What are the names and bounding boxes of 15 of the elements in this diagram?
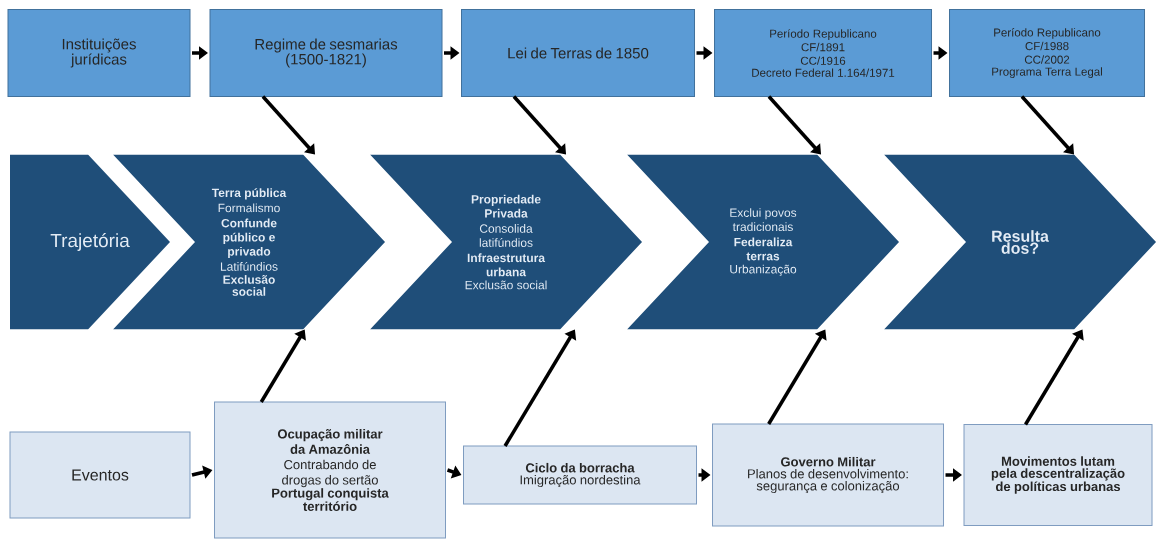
node-label: Formalismo [218, 203, 280, 213]
event-box: Governo Militar Planos de desenvolvimento: segurança e colonização [712, 423, 944, 527]
event-box: Eventos [9, 431, 191, 519]
node-label: Latifúndios [220, 261, 278, 271]
process-box: Regime de sesmarias (1500-1821) [209, 9, 443, 97]
process-box: Lei de Terras de 1850 [461, 9, 695, 97]
node-label: Confunde público e privado [221, 218, 277, 259]
process-box: Período Republicano CF/1891 CC/1916 Decreto Federal 1.164/1971 [714, 9, 932, 97]
process-box: Instituições jurídicas [7, 9, 191, 97]
event-box: Ocupação militar da Amazônia Contrabando de drogas do sertão Portugal conquista território [214, 401, 446, 539]
event-box: Ciclo da borracha Imigração nordestina [463, 445, 697, 505]
event-box: Movimentos lutam pela descentralização de políticas urbanas [963, 424, 1153, 526]
node-label: Terra pública [211, 188, 287, 200]
process-box: Período Republicano CF/1988 CC/2002 Programa Terra Legal [949, 9, 1145, 97]
node-label: Exclusão social [223, 275, 275, 296]
